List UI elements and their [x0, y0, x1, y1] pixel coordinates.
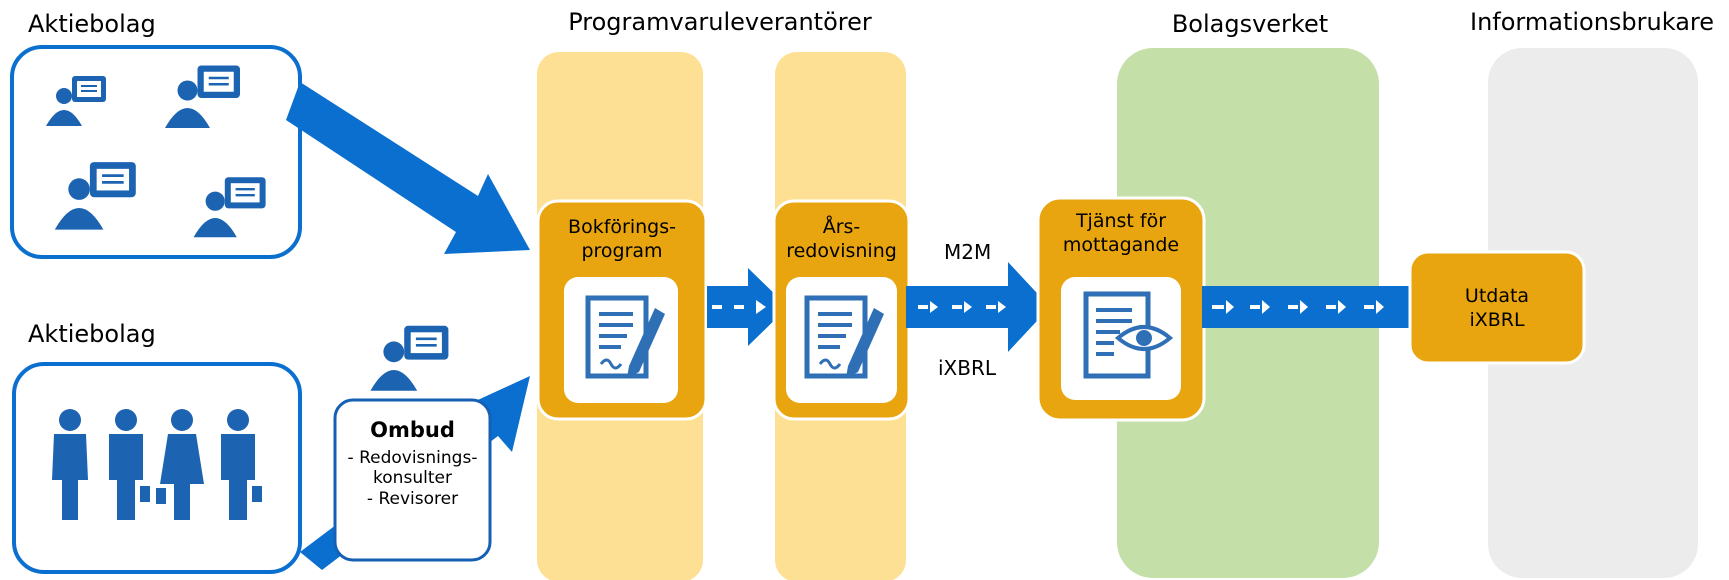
presenter-icon — [369, 324, 450, 393]
agent-item: - Redovisnings- — [347, 448, 478, 468]
agent-title: Ombud — [370, 418, 455, 442]
document-pen-icon — [804, 295, 884, 379]
stage-title-vendors: Programvaruleverantörer — [568, 8, 872, 36]
agent-text: Ombud - Redovisnings- konsulter - Reviso… — [337, 418, 488, 509]
stage-title-info-users: Informationsbrukare — [1469, 8, 1715, 36]
arrow-report-to-service — [906, 262, 1050, 352]
document-pen-icon — [585, 295, 665, 379]
document-eye-icon — [1083, 291, 1174, 379]
arrow-bookkeeping-to-report — [707, 268, 788, 346]
annual-report-label: Års- redovisning — [786, 216, 897, 262]
agent-item: konsulter — [373, 468, 452, 489]
companies-box-top — [10, 45, 302, 259]
stage-title-bolagsverket: Bolagsverket — [1171, 10, 1329, 38]
people-icon — [52, 409, 262, 520]
companies-label-top: Aktiebolag — [28, 10, 156, 38]
ixbrl-label: iXBRL — [938, 356, 997, 380]
agent-item: - Revisorer — [366, 488, 459, 509]
info-users-column — [1488, 48, 1698, 578]
m2m-label: M2M — [944, 240, 992, 264]
output-label: Utdata iXBRL — [1464, 285, 1530, 331]
receiving-service-label: Tjänst för mottagande — [1062, 210, 1180, 256]
agent-box — [333, 398, 492, 562]
output-box — [1408, 250, 1586, 365]
arrow-companies-to-vendor — [286, 82, 530, 254]
bookkeeping-label: Bokförings- program — [568, 216, 676, 262]
companies-label-bottom: Aktiebolag — [28, 320, 156, 348]
